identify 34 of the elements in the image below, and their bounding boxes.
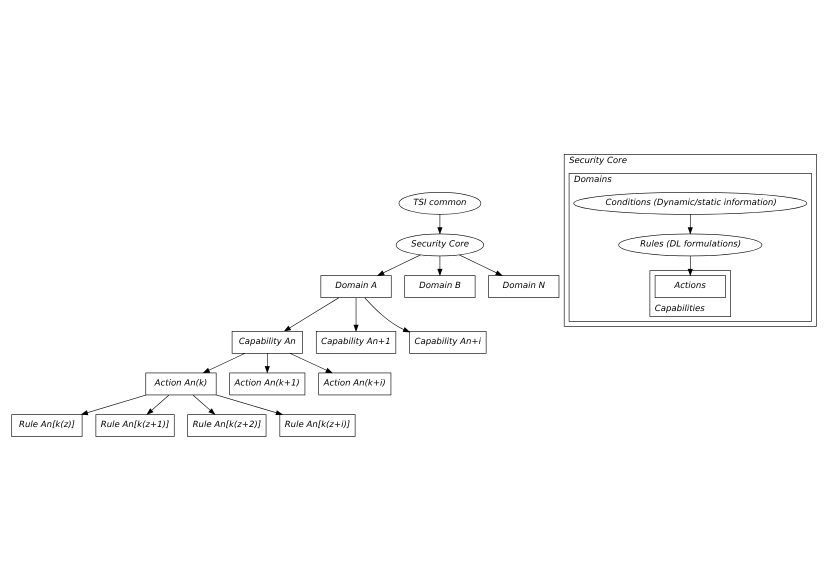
node-ellipse: Rules (DL formulations) [618,233,762,256]
arrow [437,255,442,276]
arrow [290,352,333,373]
node-box: Action An(k+i) [318,372,392,395]
arrow [437,214,442,234]
node-box: Capability An+i [409,330,486,354]
arrow [364,296,410,332]
node-box: Rule An[k(z)] [11,414,82,436]
arrow [80,394,147,415]
arrow [688,214,693,234]
node-box: Rule An[k(z+i)] [280,414,356,436]
node-ellipse: Security Core [396,233,484,256]
node-box: Domain B [404,274,476,298]
node-box: Action An(k+1) [229,372,306,395]
arrow [146,394,170,414]
node-box: Domain N [488,274,560,298]
node-ellipse: TSI common [398,192,482,214]
arrow [264,352,270,374]
node-box: Capability An [232,330,303,354]
node-box: Rule An[k(z+1)] [96,414,175,436]
arrow [216,394,284,415]
node-box: Domain A [320,274,392,298]
arrow [284,296,340,332]
node-box: Capability An+1 [316,330,396,354]
node-box: Rule An[k(z+2)] [187,414,266,436]
arrow [353,296,359,332]
arrow [202,352,246,373]
arrow [688,255,693,276]
node-box: Action An(k) [145,372,216,395]
arrow [192,394,216,414]
arrow [459,254,503,276]
node-box: Actions [654,274,726,298]
node-ellipse: Conditions (Dynamic/static information) [573,192,808,214]
arrow [376,254,421,276]
